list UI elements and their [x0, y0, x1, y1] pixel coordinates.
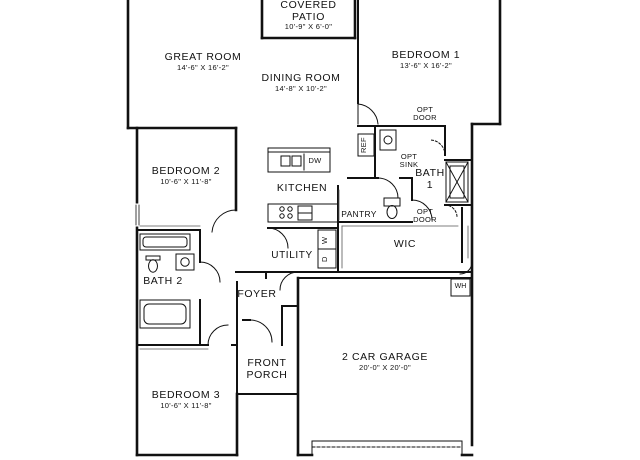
- opt-door-top-line2: DOOR: [413, 113, 437, 123]
- front-porch-name-line2: PORCH: [246, 368, 288, 381]
- foyer-name: FOYER: [237, 288, 277, 300]
- water-heater-outline: [450, 278, 471, 297]
- bedroom-1-dims: 13'-6" X 16'-2": [400, 60, 452, 70]
- bedroom-1-name: BEDROOM 1: [391, 49, 461, 61]
- foyer-label: FOYER: [233, 288, 281, 301]
- garage-door: [311, 440, 463, 456]
- water-heater-label: WH: [451, 283, 470, 291]
- opt-door-bottom-label: OPT DOOR: [406, 207, 444, 225]
- garage-label: 2 CAR GARAGE 20'-0" X 20'-0": [330, 351, 440, 372]
- covered-patio-dims: 10'-9" X 6'-0": [284, 22, 333, 32]
- bath-1-name-line1: BATH: [415, 167, 445, 179]
- covered-patio-name-line1: COVERED: [280, 0, 337, 11]
- bath-1-name-line2: 1: [426, 178, 434, 191]
- bath-1-fixtures: [379, 129, 469, 219]
- front-porch-name-line1: FRONT: [247, 357, 287, 369]
- dishwasher-label: DW: [304, 156, 326, 165]
- covered-patio-label: COVERED PATIO 10'-9" X 6'-0": [262, 0, 355, 31]
- bedroom-2-name: BEDROOM 2: [151, 165, 221, 177]
- kitchen-name: KITCHEN: [276, 182, 328, 194]
- door-swings: [199, 103, 473, 346]
- bedroom-3-label: BEDROOM 3 10'-6" X 11'-8": [140, 389, 232, 410]
- pantry-name: PANTRY: [341, 209, 377, 219]
- water-heater-text: WH: [454, 283, 467, 290]
- bedroom-3-name: BEDROOM 3: [151, 389, 221, 401]
- opt-door-bottom-line1: OPT: [416, 207, 434, 216]
- opt-sink-line2: SINK: [399, 160, 419, 170]
- opt-door-top-line1: OPT: [416, 105, 434, 114]
- dining-room-name: DINING ROOM: [261, 72, 341, 84]
- kitchen-counter: [267, 203, 339, 223]
- washer-label: W: [320, 234, 333, 246]
- garage-name: 2 CAR GARAGE: [342, 351, 428, 363]
- bath-1-label: BATH 1: [413, 167, 447, 191]
- garage-dims: 20'-0" X 20'-0": [359, 362, 411, 372]
- dining-room-label: DINING ROOM 14'-8" X 10'-2": [246, 72, 356, 93]
- bath-2-label: BATH 2: [138, 275, 188, 288]
- exterior-walls: [126, 0, 502, 457]
- bath-2-name: BATH 2: [143, 275, 183, 287]
- kitchen-island: [267, 147, 331, 173]
- opt-door-top-label: OPT DOOR: [402, 105, 448, 123]
- covered-patio-name-line2: PATIO: [292, 10, 325, 23]
- kitchen-label: KITCHEN: [270, 182, 334, 195]
- dishwasher-text: DW: [308, 156, 322, 165]
- great-room-name: GREAT ROOM: [164, 51, 242, 63]
- refrigerator-text: REF: [359, 137, 368, 153]
- washer-text: W: [320, 236, 329, 244]
- great-room-dims: 14'-6" X 16'-2": [177, 62, 229, 72]
- opt-sink-line1: OPT: [400, 152, 418, 161]
- bath-2-fixtures: [139, 233, 195, 329]
- front-porch-label: FRONT PORCH: [238, 357, 296, 381]
- bedroom-2-dims: 10'-6" X 11'-8": [160, 176, 212, 186]
- great-room-label: GREAT ROOM 14'-6" X 16'-2": [148, 51, 258, 72]
- refrigerator-label: REF: [359, 136, 372, 154]
- dryer-text: D: [320, 256, 329, 262]
- bedroom-2-label: BEDROOM 2 10'-6" X 11'-8": [140, 165, 232, 186]
- bedroom-1-label: BEDROOM 1 13'-6" X 16'-2": [372, 49, 480, 70]
- wic-name: WIC: [393, 238, 417, 250]
- pantry-label: PANTRY: [338, 209, 380, 219]
- dryer-label: D: [320, 253, 333, 265]
- bedroom-3-dims: 10'-6" X 11'-8": [160, 400, 212, 410]
- utility-label: UTILITY: [266, 250, 318, 261]
- utility-name: UTILITY: [271, 250, 313, 261]
- opt-door-bottom-line2: DOOR: [413, 215, 437, 225]
- refrigerator-outline: [357, 133, 375, 157]
- opt-sink-label: OPT SINK: [392, 152, 426, 170]
- dining-room-dims: 14'-8" X 10'-2": [275, 83, 327, 93]
- wic-label: WIC: [380, 238, 430, 251]
